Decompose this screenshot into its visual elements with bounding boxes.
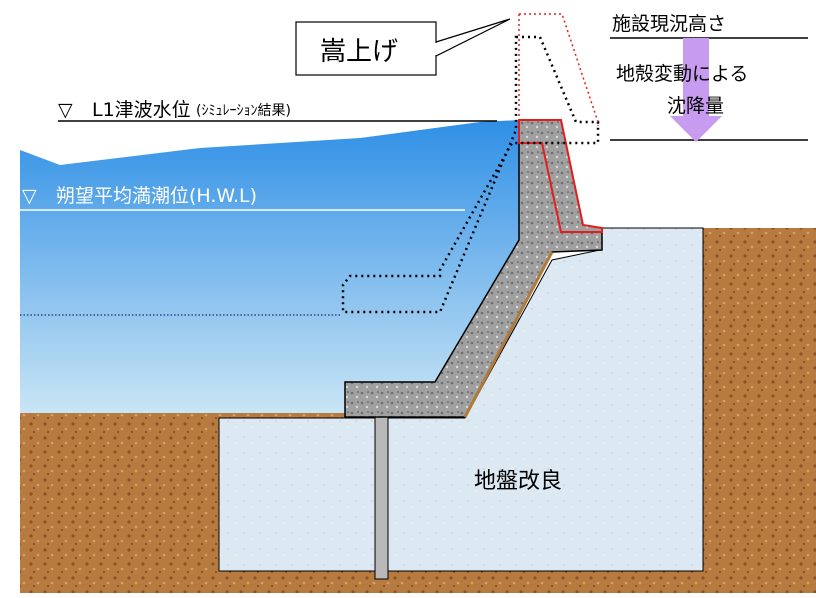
- facility-height-label: 施設現況高さ: [612, 13, 726, 35]
- current-facility-outline: [341, 35, 600, 314]
- l1-tsunami-level-label: ▽ L1津波水位 (ｼﾐｭﾚｰｼｮﾝ結果): [58, 99, 291, 121]
- water-level-mark-icon: ▽: [22, 185, 37, 207]
- water-body: [20, 120, 519, 413]
- water-level-mark-icon: ▽: [58, 99, 73, 121]
- raised-crest-ghost: [518, 13, 599, 126]
- pile: [374, 415, 389, 580]
- ground-improvement-label: 地盤改良: [474, 469, 562, 494]
- hwl-label: 朔望平均満潮位(H.W.L): [56, 185, 257, 207]
- ground-improvement-area: [218, 227, 704, 572]
- l1-tsunami-note: (ｼﾐｭﾚｰｼｮﾝ結果): [196, 103, 291, 119]
- subsidence-label-line2: 沈降量: [667, 95, 724, 117]
- seawall-interface-line: [463, 251, 554, 418]
- l1-tsunami-label: L1津波水位: [92, 99, 191, 121]
- callout-pointer: [435, 18, 511, 57]
- callout-label: 嵩上げ: [320, 37, 398, 67]
- subsidence-arrow-icon: [670, 38, 722, 142]
- subsidence-label-line1: 地殻変動による: [616, 63, 748, 85]
- hwl-level-label: ▽ 朔望平均満潮位(H.W.L): [22, 185, 257, 207]
- raised-crest-outline: [518, 119, 603, 233]
